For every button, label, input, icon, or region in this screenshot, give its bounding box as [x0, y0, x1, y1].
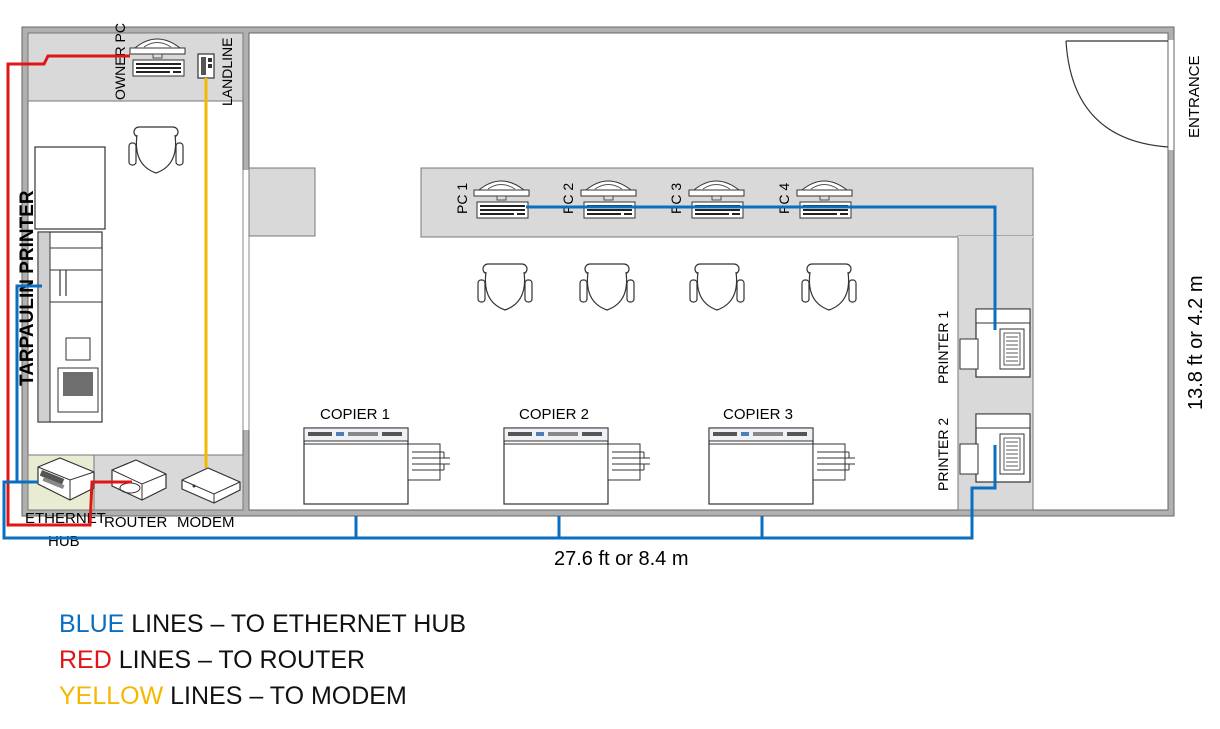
legend-yellow: YELLOW LINES – TO MODEM	[59, 682, 407, 711]
entrance-door[interactable]	[1065, 40, 1175, 150]
tarpaulin-printer-label: TARPAULIN PRINTER	[17, 190, 38, 386]
modem-icon[interactable]	[181, 467, 241, 504]
printer-2-label: PRINTER 2	[935, 418, 951, 491]
printer-1-label: PRINTER 1	[935, 311, 951, 384]
entrance-label: ENTRANCE	[1186, 55, 1203, 138]
owner-pc-label: OWNER PC	[112, 23, 128, 100]
legend-yellow-keyword: YELLOW	[59, 682, 164, 710]
legend-red-keyword: RED	[59, 646, 112, 674]
red-cable-owner-pc-router	[6, 54, 132, 527]
pc-4-label: PC 4	[776, 183, 792, 214]
legend-blue-keyword: BLUE	[59, 610, 125, 638]
blue-cable-pcs	[526, 205, 997, 330]
legend-yellow-text: LINES – TO MODEM	[163, 682, 407, 710]
corner-counter	[248, 167, 316, 237]
copier-3-label: COPIER 3	[723, 406, 793, 423]
router-icon[interactable]	[111, 459, 167, 501]
width-dimension: 27.6 ft or 8.4 m	[554, 548, 689, 570]
pc-3-label: PC 3	[668, 183, 684, 214]
tarpaulin-printer-icon[interactable]	[34, 146, 106, 423]
legend-blue: BLUE LINES – TO ETHERNET HUB	[59, 610, 466, 639]
legend-red-text: LINES – TO ROUTER	[111, 646, 366, 674]
copier-2-label: COPIER 2	[519, 406, 589, 423]
legend-red: RED LINES – TO ROUTER	[59, 646, 365, 675]
legend-blue-text: LINES – TO ETHERNET HUB	[124, 610, 467, 638]
blue-cable-trunk	[2, 445, 997, 540]
pc-2-label: PC 2	[560, 183, 576, 214]
landline-phone-icon[interactable]	[197, 53, 215, 79]
landline-label: LANDLINE	[219, 38, 235, 106]
floor-plan: ENTRANCE OWNER PC LANDLINE TARPAULIN PRI…	[2, 23, 1207, 570]
copier-1-label: COPIER 1	[320, 406, 390, 423]
modem-label: MODEM	[177, 514, 235, 531]
pc-1-label: PC 1	[454, 183, 470, 214]
height-dimension: 13.8 ft or 4.2 m	[1185, 275, 1207, 410]
ethernet-hub-label: ETHERNET	[25, 510, 106, 527]
ethernet-hub-label-line2: HUB	[48, 533, 80, 550]
ethernet-hub-icon[interactable]	[37, 457, 95, 501]
router-label: ROUTER	[104, 514, 168, 531]
